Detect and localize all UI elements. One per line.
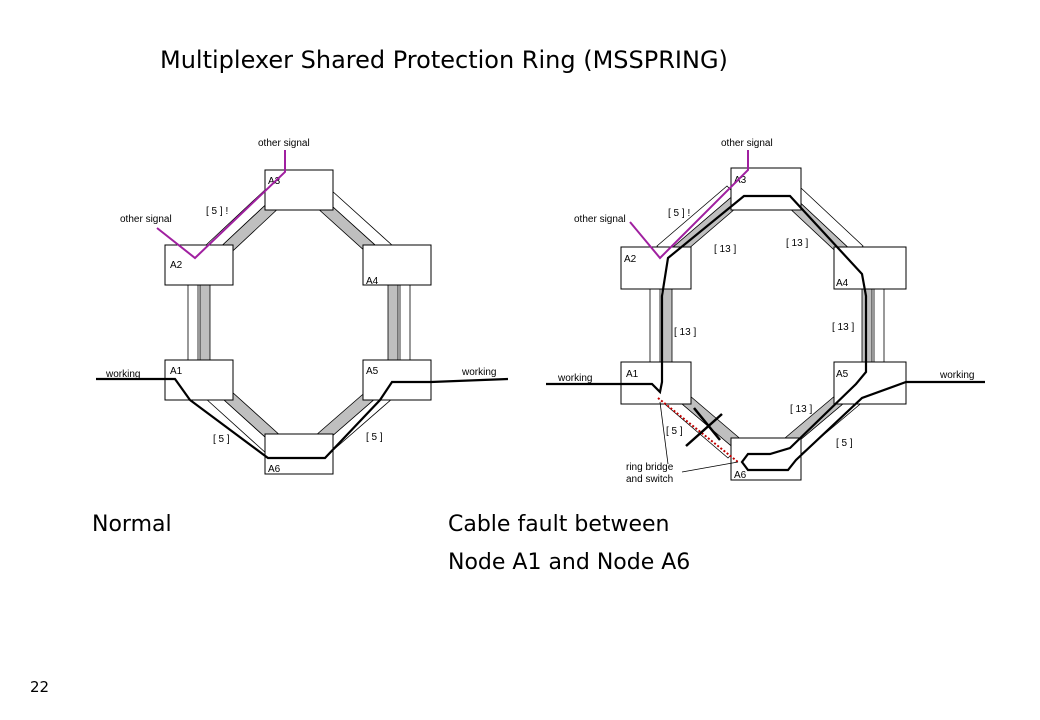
ring-bridge-path xyxy=(657,397,739,463)
cable-fault-marker xyxy=(685,407,723,447)
fibre-a4-a5 xyxy=(387,283,411,361)
svg-text:A2: A2 xyxy=(624,254,637,265)
svg-text:A1: A1 xyxy=(626,369,639,380)
label-working-left-r: working xyxy=(557,373,592,384)
caption-normal: Normal xyxy=(92,512,172,537)
node-a4: A4 xyxy=(362,244,432,287)
svg-text:A5: A5 xyxy=(366,366,379,377)
label-13-a3-a4: [ 13 ] xyxy=(786,238,808,249)
label-other-signal-left-r: other signal xyxy=(574,214,626,225)
label-other-signal-top-r: other signal xyxy=(721,138,773,149)
label-working-right-r: working xyxy=(939,370,974,381)
svg-text:A1: A1 xyxy=(170,366,183,377)
svg-text:A2: A2 xyxy=(170,260,183,271)
label-other-signal-top: other signal xyxy=(258,138,310,149)
node-a2: A2 xyxy=(164,244,234,286)
label-13-a4-a5: [ 13 ] xyxy=(832,322,854,333)
node-a6: A6 xyxy=(264,433,334,475)
node-a5-r: A5 xyxy=(833,361,907,405)
label-capacity-a5-a6-r: [ 5 ] xyxy=(836,438,853,449)
caption-fault-line2: Node A1 and Node A6 xyxy=(448,550,691,575)
label-capacity-a2-a3-r: [ 5 ] ! xyxy=(668,208,690,219)
slide-title: Multiplexer Shared Protection Ring (MSSP… xyxy=(160,46,728,74)
svg-text:A3: A3 xyxy=(734,175,747,186)
label-ring-bridge-1: ring bridge xyxy=(626,462,674,473)
label-13-a2-a3: [ 13 ] xyxy=(714,244,736,255)
caption-fault-line1: Cable fault between xyxy=(448,512,670,537)
other-signal-path-r xyxy=(629,150,749,260)
label-working-left: working xyxy=(105,369,140,380)
label-13-a5-a6: [ 13 ] xyxy=(790,404,812,415)
page-number: 22 xyxy=(30,678,50,696)
normal-ring-diagram: A3 A2 A4 A1 A5 A6 other signal other sig… xyxy=(96,138,509,475)
label-other-signal-left: other signal xyxy=(120,214,172,225)
label-capacity-a5-a6: [ 5 ] xyxy=(366,432,383,443)
label-ring-bridge-2: and switch xyxy=(626,474,673,485)
rerouted-working-path xyxy=(546,194,985,472)
svg-text:A6: A6 xyxy=(734,470,747,481)
label-working-right: working xyxy=(461,367,496,378)
node-a4-r: A4 xyxy=(833,246,907,290)
working-path xyxy=(96,377,509,460)
fault-ring-diagram: A3 A2 A4 A1 A5 A6 xyxy=(546,138,985,485)
label-capacity-a1-a6: [ 5 ] xyxy=(213,434,230,445)
node-a3: A3 xyxy=(264,169,334,211)
svg-text:A5: A5 xyxy=(836,369,849,380)
fibre-a2-a1 xyxy=(187,283,211,361)
label-capacity-a2-a3: [ 5 ] ! xyxy=(206,206,228,217)
svg-text:A4: A4 xyxy=(366,276,379,287)
node-a6-r: A6 xyxy=(730,437,802,481)
label-capacity-a1-a6-r: [ 5 ] xyxy=(666,426,683,437)
label-13-a1-a2: [ 13 ] xyxy=(674,327,696,338)
node-a5: A5 xyxy=(362,359,432,401)
svg-text:A6: A6 xyxy=(268,464,281,475)
node-a3-r: A3 xyxy=(730,167,802,211)
svg-text:A4: A4 xyxy=(836,278,849,289)
other-signal-path xyxy=(156,150,286,260)
